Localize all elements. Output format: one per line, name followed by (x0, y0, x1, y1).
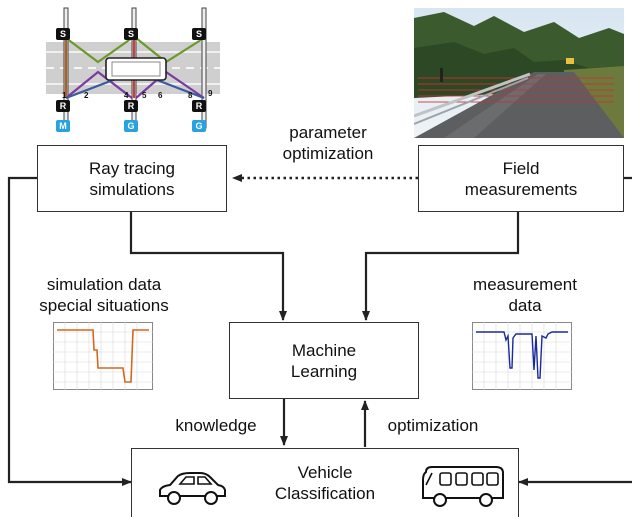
receiver-label: R (128, 101, 135, 111)
knowledge-label: knowledge (175, 416, 257, 435)
box-text-line: simulations (89, 179, 175, 199)
sensor-label: S (60, 29, 66, 39)
ray-number: 4 (124, 91, 129, 100)
receiver-label: R (60, 101, 67, 111)
simulation-data-label: simulation data special situations (39, 275, 169, 315)
ray-number: 6 (158, 91, 163, 100)
sensor-label: S (128, 29, 134, 39)
ray-tracing-simulations-box: Ray tracing simulations (37, 145, 227, 212)
arrow-field-to-ml (362, 212, 520, 321)
gateway-label: G (127, 121, 134, 131)
car-icon (159, 472, 226, 505)
vehicle-classification-box: Vehicle Classification (131, 448, 519, 517)
box-text-line: Learning (290, 361, 358, 381)
optimization-label: optimization (387, 416, 479, 435)
arrow-raytracing-to-ml (129, 212, 287, 321)
box-text-line: Vehicle (297, 463, 353, 482)
arrow-raytracing-to-vehicle (7, 176, 132, 486)
box-text-line: Field (502, 158, 540, 178)
measurement-signal-line (476, 331, 568, 379)
ray-number: 8 (188, 91, 193, 100)
box-text-line: Ray tracing (89, 158, 175, 178)
measurement-data-label: measurement data (473, 275, 577, 315)
machine-learning-box: Machine Learning (229, 322, 419, 399)
ray-number: 5 (142, 91, 147, 100)
gateway-label: G (195, 121, 202, 131)
receiver-label: R (196, 101, 203, 111)
ray-tracing-scene-image: S S S R R R M G G 1 2 4 (46, 7, 220, 132)
ray-number: 9 (208, 89, 213, 98)
gateway-label: M (59, 121, 67, 131)
simulation-signal-line (57, 329, 149, 383)
road-photo (414, 8, 624, 138)
box-text-line: measurements (464, 179, 578, 199)
parameter-optimization-label: parameter optimization (282, 123, 374, 163)
arrow-field-to-vehicle (519, 176, 632, 482)
measurement-signal-plot (472, 322, 572, 390)
bus-icon (422, 466, 504, 507)
simulation-signal-plot (53, 322, 153, 390)
sensor-label: S (196, 29, 202, 39)
ray-number: 1 (62, 91, 67, 100)
ray-number: 2 (84, 91, 89, 100)
field-measurements-box: Field measurements (418, 145, 624, 212)
box-text-line: Machine (291, 340, 357, 360)
box-text-line: Classification (274, 484, 376, 503)
